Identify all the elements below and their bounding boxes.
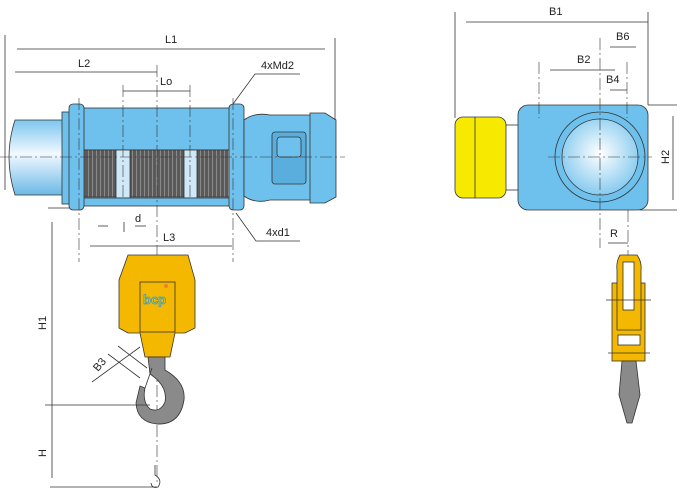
dim-R: R	[610, 228, 618, 240]
dim-H: H	[37, 449, 49, 457]
ground-hook-symbol	[150, 465, 161, 488]
logo-text: bcp	[143, 292, 166, 307]
dim-4xd1: 4xd1	[266, 227, 290, 239]
drum-housing	[73, 107, 235, 151]
left-motor	[8, 119, 71, 196]
dim-Lo: Lo	[160, 76, 172, 88]
rope-drum	[81, 149, 231, 198]
hook	[135, 356, 185, 425]
side-hook	[606, 254, 651, 424]
dim-L1: L1	[165, 34, 177, 46]
bcp-logo: bcp	[143, 284, 168, 307]
hook-block-insert	[139, 281, 176, 333]
dim-H1: H1	[37, 316, 49, 330]
side-motor	[454, 116, 507, 199]
dim-B4: B4	[606, 74, 619, 86]
dim-B6: B6	[616, 31, 629, 43]
bottom-rail	[73, 197, 235, 207]
dim-d: d	[135, 213, 141, 225]
dim-4xMd2: 4xMd2	[261, 60, 294, 72]
terminal-box-inner	[276, 136, 302, 158]
front-view: L1 L2 Lo 4xMd2 4xd1 d L3 bcp B3	[0, 34, 345, 488]
dim-B1: B1	[549, 6, 562, 18]
motor-end-cap	[309, 112, 337, 204]
dim-L2: L2	[78, 58, 90, 70]
dim-L3: L3	[163, 232, 175, 244]
dim-H2: H2	[660, 150, 672, 164]
side-view: B1 B6 B2 B4 H2 R	[454, 6, 677, 424]
dim-B2: B2	[577, 54, 590, 66]
